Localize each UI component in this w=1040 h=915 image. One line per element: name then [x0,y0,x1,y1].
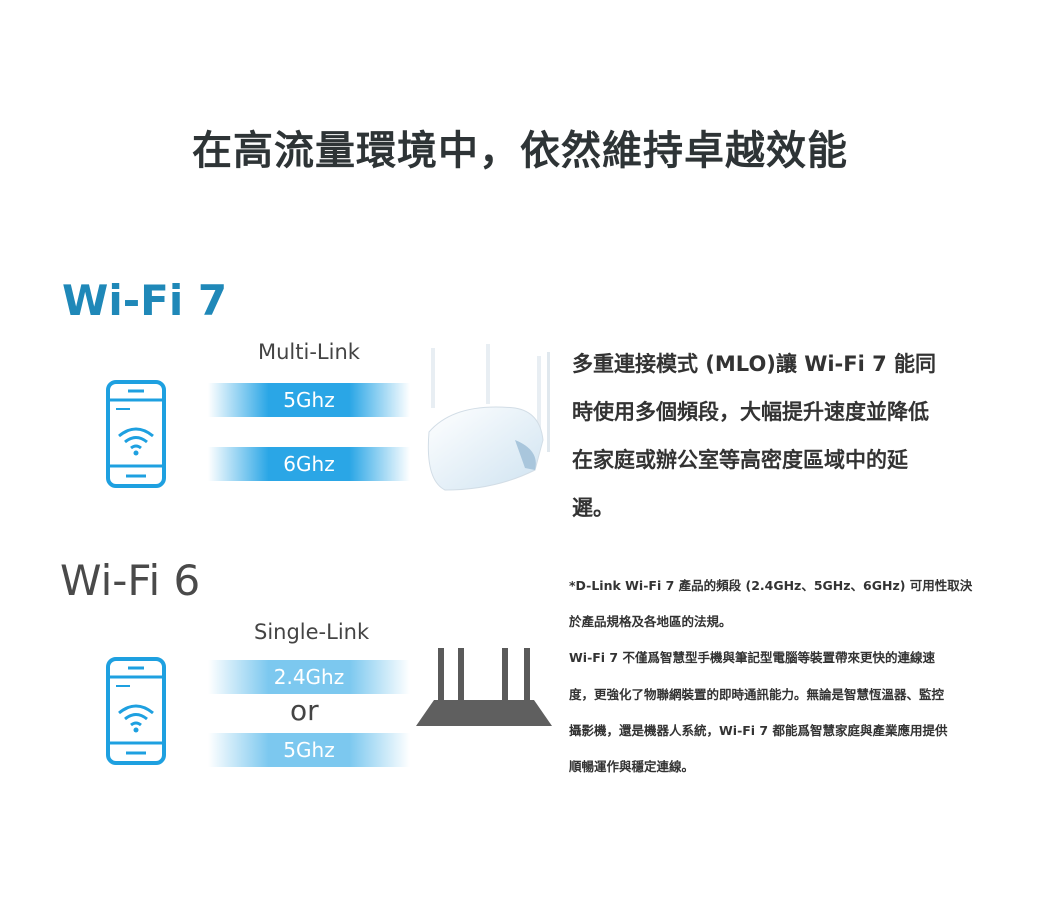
wifi7-description-line: 在家庭或辦公室等高密度區域中的延 [572,448,908,472]
white-router-image [427,344,550,491]
band-5ghz-wifi6: 5Ghz [208,733,410,767]
wifi7-description-line: 多重連接模式 (MLO)讓 Wi-Fi 7 能同 [572,352,937,376]
band-2-4ghz: 2.4Ghz [208,660,410,694]
note-line: 於產品規格及各地區的法規。 [569,614,732,629]
wifi7-description: 多重連接模式 (MLO)讓 Wi-Fi 7 能同 時使用多個頻段，大幅提升速度並… [572,340,992,532]
smartphone-wifi-icon [106,657,166,765]
smartphone-wifi-icon [106,380,166,488]
note-line: *D-Link Wi-Fi 7 產品的頻段 (2.4GHz、5GHz、6GHz)… [569,578,973,593]
wifi6-heading: Wi-Fi 6 [60,556,201,605]
note-line: 攝影機，還是機器人系統，Wi-Fi 7 都能爲智慧家庭與產業應用提供 [569,723,948,738]
band-6ghz: 6Ghz [208,447,410,481]
note-line: 順暢運作與穩定連線。 [569,759,695,774]
wifi7-description-line: 時使用多個頻段，大幅提升速度並降低 [572,400,929,424]
wifi7-heading: Wi-Fi 7 [62,276,228,325]
note-line: Wi-Fi 7 不僅爲智慧型手機與筆記型電腦等裝置帶來更快的連線速 [569,650,935,665]
band-5ghz: 5Ghz [208,383,410,417]
note-line: 度，更強化了物聯網裝置的即時通訊能力。無論是智慧恆溫器、監控 [569,687,945,702]
or-label: or [290,694,319,727]
single-link-label: Single-Link [254,620,370,644]
multi-link-label: Multi-Link [258,340,360,364]
page-title: 在高流量環境中，依然維持卓越效能 [192,128,848,174]
wifi7-description-line: 遲。 [572,496,614,520]
dark-router-image [416,648,552,726]
